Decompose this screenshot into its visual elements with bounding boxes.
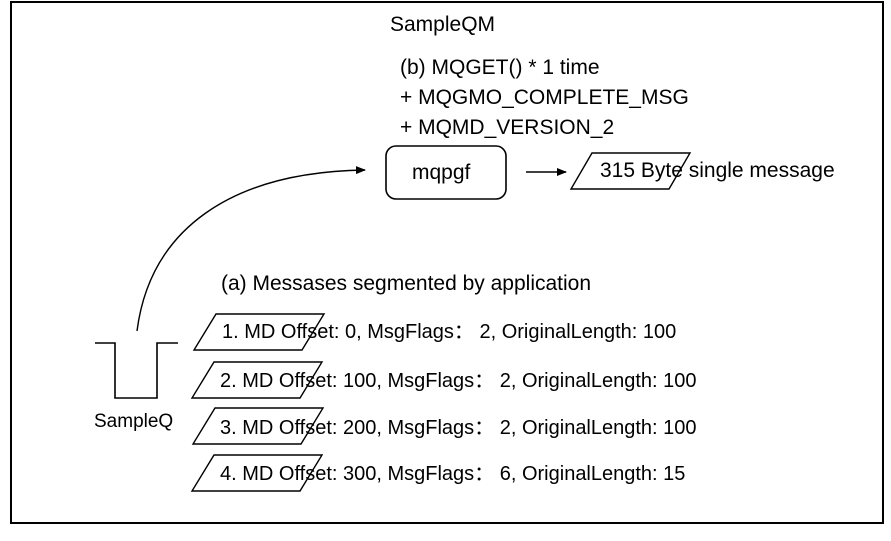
segment-shape-1 [192,313,326,351]
program-name: mqpgf [412,161,471,184]
program-box [385,145,507,200]
segments-caption: (a) Messases segmented by application [221,272,592,295]
segment-shape-4 [190,454,324,492]
get-flow-arrow [136,166,366,332]
segment-shape-3 [191,407,325,445]
queue-manager-title: SampleQM [390,13,496,36]
result-message-shape [569,152,692,190]
get-call-line-1: (b) MQGET() * 1 time [400,56,600,79]
segment-label-3: 3. MD Offset: 200, MsgFlags： 2, Original… [220,417,697,439]
result-message-label: 315 Byte single message [600,159,835,182]
get-call-line-3: + MQMD_VERSION_2 [400,116,615,139]
segment-shape-2 [190,361,324,399]
segment-label-2: 2. MD Offset: 100, MsgFlags： 2, Original… [220,370,697,392]
segment-label-1: 1. MD Offset: 0, MsgFlags： 2, OriginalLe… [222,321,677,343]
queue-name: SampleQ [94,411,174,432]
get-call-line-2: + MQGMO_COMPLETE_MSG [400,86,689,109]
queue-symbol [95,342,178,399]
queue-manager-frame [10,1,884,524]
segment-label-4: 4. MD Offset: 300, MsgFlags： 6, Original… [220,463,686,485]
